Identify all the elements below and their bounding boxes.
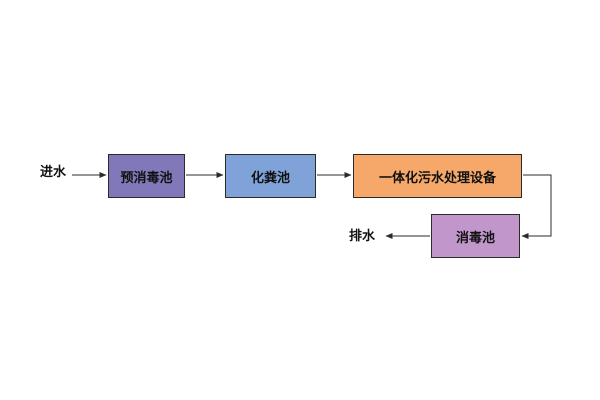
septic-tank-node: 化粪池 bbox=[225, 154, 316, 198]
pre-disinfection-tank-node: 预消毒池 bbox=[108, 154, 185, 198]
disinfection-tank-node: 消毒池 bbox=[431, 214, 520, 258]
pre-disinfection-tank-label: 预消毒池 bbox=[120, 170, 173, 186]
outlet-label: 排水 bbox=[349, 229, 376, 244]
disinfection-tank-label: 消毒池 bbox=[455, 230, 495, 246]
septic-tank-label: 化粪池 bbox=[250, 170, 290, 186]
integrated-treatment-equipment-node: 一体化污水处理设备 bbox=[353, 154, 522, 198]
integrated-treatment-equipment-label: 一体化污水处理设备 bbox=[378, 170, 496, 186]
arrow-equipment-to-disinfection bbox=[521, 174, 552, 239]
inlet-label: 进水 bbox=[40, 165, 67, 180]
